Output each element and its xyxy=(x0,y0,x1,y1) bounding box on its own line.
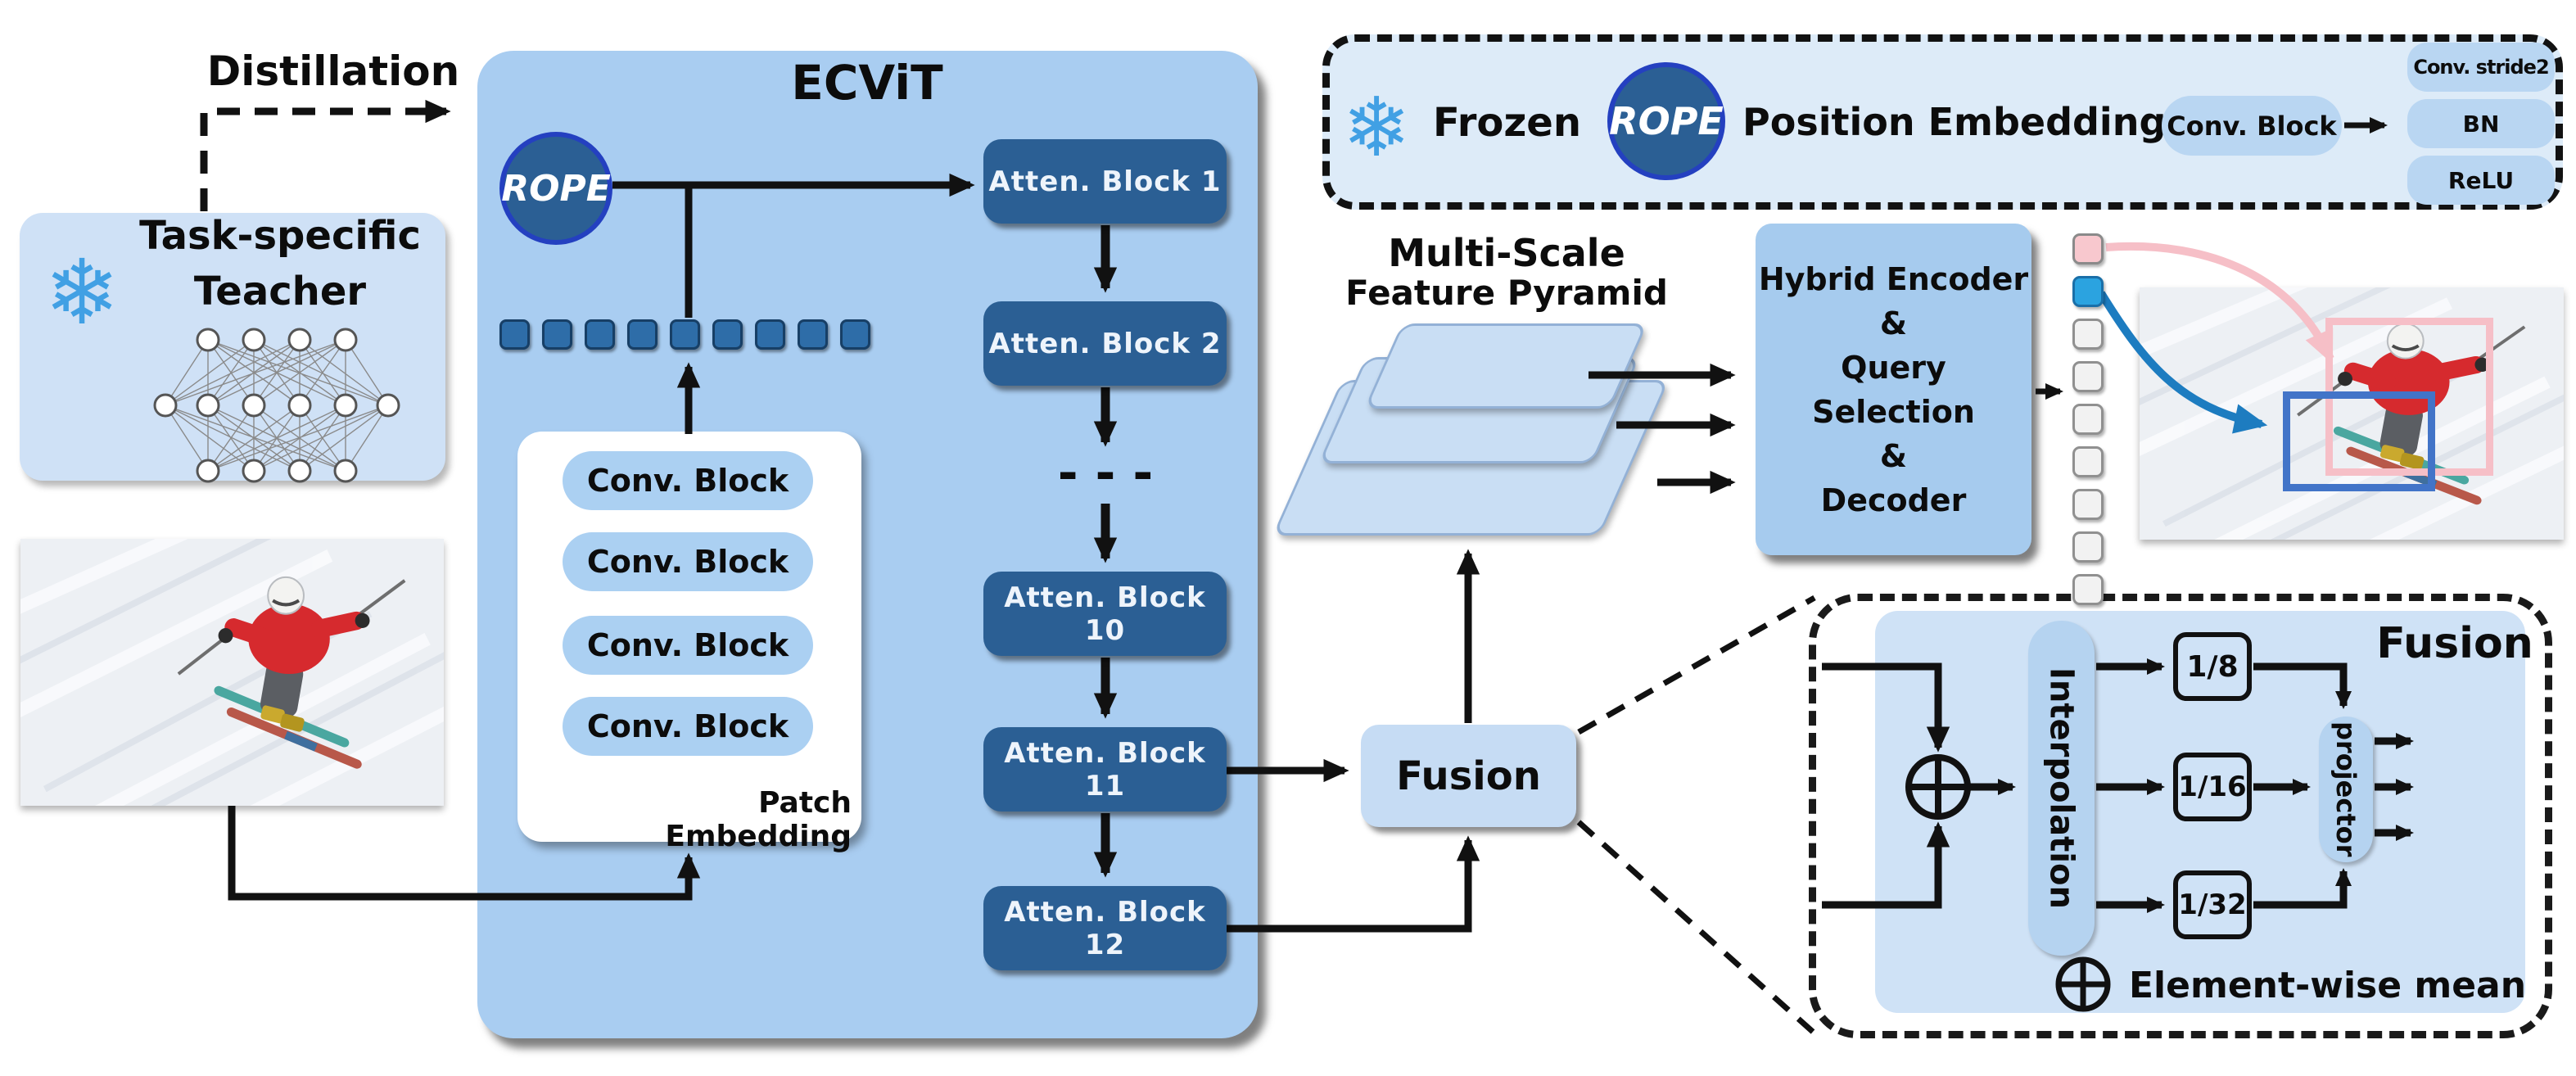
hybrid-line-1: Hybrid Encoder xyxy=(1758,260,2029,297)
elementwise-sum-icon xyxy=(1905,754,1971,820)
atten-block-1: Atten. Block 1 xyxy=(983,139,1227,224)
legend-frozen-label: Frozen xyxy=(1433,100,1582,146)
hybrid-line-5: Decoder xyxy=(1820,481,1967,518)
legend-panel xyxy=(1322,34,2563,210)
skis-bbox-blue xyxy=(2283,391,2435,491)
pyramid-label-line2: Feature Pyramid xyxy=(1345,272,1668,313)
input-image xyxy=(20,539,444,806)
conv-block-pill-3: Conv. Block xyxy=(563,616,813,675)
blue-query-arrow xyxy=(2097,291,2268,434)
projector-pill: projector xyxy=(2319,717,2373,862)
query-token xyxy=(2072,574,2104,605)
conv-block-pill-1: Conv. Block xyxy=(563,451,813,510)
legend-position-embedding-label: Position Embedding xyxy=(1742,100,2167,144)
patch-token xyxy=(840,319,870,350)
rope-badge: ROPE xyxy=(499,132,612,245)
atten-block-12: Atten. Block 12 xyxy=(983,886,1227,970)
pink-query-arrow xyxy=(2105,242,2334,364)
query-token xyxy=(2072,531,2104,563)
patch-token xyxy=(627,319,658,350)
ecvit-title: ECViT xyxy=(791,55,943,111)
teacher-label-line2: Teacher xyxy=(193,269,367,314)
ski-scene xyxy=(20,539,444,806)
fusion-zoom-dash-top xyxy=(1577,595,1816,735)
query-token xyxy=(2072,446,2104,477)
scale-box-1-32: 1/32 xyxy=(2173,870,2252,939)
patch-token xyxy=(499,319,530,350)
hybrid-line-4: & xyxy=(1879,437,1908,474)
query-token-blue xyxy=(2072,276,2104,307)
fd-s8-proj-arrow xyxy=(2253,662,2352,709)
atten-block-2: Atten. Block 2 xyxy=(983,301,1227,386)
atten-dots: - - - xyxy=(1057,445,1154,502)
patch-token xyxy=(542,319,572,350)
query-token xyxy=(2072,361,2104,392)
patch-embedding-label: Patch Embedding xyxy=(665,786,852,853)
patch-token xyxy=(755,319,785,350)
query-token xyxy=(2072,404,2104,435)
distillation-label: Distillation xyxy=(206,47,460,95)
legend-rope-badge: ROPE xyxy=(1607,62,1725,180)
conv-block-pill-2: Conv. Block xyxy=(563,532,813,591)
hybrid-line-2: & xyxy=(1879,305,1908,341)
query-token xyxy=(2072,489,2104,520)
fusion-zoom-dash-bottom xyxy=(1576,820,1815,1034)
distillation-arrow xyxy=(200,99,451,211)
atten-block-11: Atten. Block 11 xyxy=(983,727,1227,812)
fd-input-top xyxy=(1822,662,1950,753)
patch-token xyxy=(585,319,615,350)
frozen-icon: ❄ xyxy=(43,240,120,345)
patch-token xyxy=(798,319,828,350)
input-to-patch-arrow xyxy=(228,806,701,901)
legend-bn-pill: BN xyxy=(2407,99,2555,148)
scale-box-1-8: 1/8 xyxy=(2173,632,2252,701)
patch-token xyxy=(670,319,700,350)
query-token xyxy=(2072,319,2104,350)
fusion-box: Fusion xyxy=(1361,725,1576,827)
patch-token xyxy=(712,319,743,350)
legend-conv-stride2-pill: Conv. stride2 xyxy=(2407,43,2555,92)
conv-block-pill-4: Conv. Block xyxy=(563,697,813,756)
teacher-label-line1: Task-specific xyxy=(139,213,421,259)
atten-block-10: Atten. Block 10 xyxy=(983,572,1227,656)
fusion-detail-title: Fusion xyxy=(2376,619,2533,668)
block12-fusion-arrow xyxy=(1227,835,1480,933)
interpolation-pill: Interpolation xyxy=(2028,621,2095,956)
fusion-detail-outer xyxy=(1809,594,2552,1038)
hybrid-line-3: Query Selection xyxy=(1812,349,1975,430)
fd-s32-proj-arrow xyxy=(2253,868,2352,909)
fd-input-bottom xyxy=(1822,821,1950,909)
scale-box-1-16: 1/16 xyxy=(2173,753,2252,821)
legend-conv-block-pill: Conv. Block xyxy=(2162,96,2342,156)
elementwise-mean-label: Element-wise mean xyxy=(2129,965,2527,1006)
pyramid-label-line1: Multi-Scale xyxy=(1388,231,1625,275)
legend-frozen-icon: ❄ xyxy=(1342,79,1411,175)
elementwise-legend-icon xyxy=(2055,956,2111,1012)
fusion-detail-inner xyxy=(1875,611,2525,1013)
legend-relu-pill: ReLU xyxy=(2407,156,2555,205)
query-token-pink xyxy=(2072,233,2104,264)
teacher-network-graphic xyxy=(153,328,400,483)
hybrid-encoder-box: Hybrid Encoder & Query Selection & Decod… xyxy=(1756,224,2031,555)
